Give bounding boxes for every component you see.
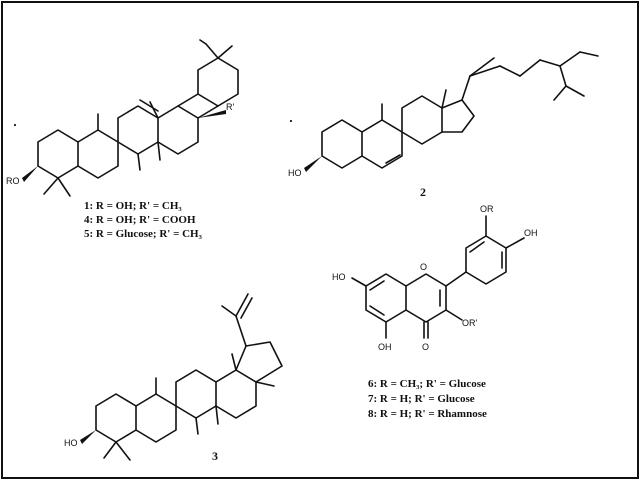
caption-8: 8: R = H; R' = Rhamnose bbox=[368, 408, 487, 420]
o-ring-label: O bbox=[420, 262, 427, 272]
compound-number-2: 2 bbox=[420, 185, 426, 199]
ho-label-2: HO bbox=[288, 168, 302, 178]
oh-label-f1: OH bbox=[378, 342, 392, 352]
oh-label-f2: OH bbox=[524, 228, 538, 238]
or-prime-label: OR' bbox=[462, 318, 478, 328]
structure-2-sterol: HO 2 bbox=[288, 51, 599, 199]
structure-1-oleanane: RO R' bbox=[6, 39, 239, 197]
or-label: OR bbox=[480, 204, 494, 214]
r-prime-label: R' bbox=[226, 102, 234, 112]
stray-dot-center bbox=[290, 120, 292, 122]
o-keto-label: O bbox=[422, 342, 429, 352]
structure-6-flavonol: HO OH O O OR' OR OH bbox=[332, 204, 538, 352]
ro-label: RO bbox=[6, 176, 20, 186]
compound-number-3: 3 bbox=[212, 449, 218, 463]
stray-dot-left bbox=[14, 124, 16, 126]
caption-6: 6: R = CH₃; R' = Glucose bbox=[368, 378, 486, 390]
caption-7: 7: R = H; R' = Glucose bbox=[368, 393, 475, 405]
caption-5: 5: R = Glucose; R' = CH₃ bbox=[84, 228, 202, 240]
caption-4: 4: R = OH; R' = COOH bbox=[84, 214, 196, 226]
ho-label-3: HO bbox=[64, 438, 78, 448]
ho-label-f1: HO bbox=[332, 272, 346, 282]
caption-1: 1: R = OH; R' = CH₃ bbox=[84, 200, 182, 212]
structure-3-lupane: HO 3 bbox=[64, 293, 283, 463]
